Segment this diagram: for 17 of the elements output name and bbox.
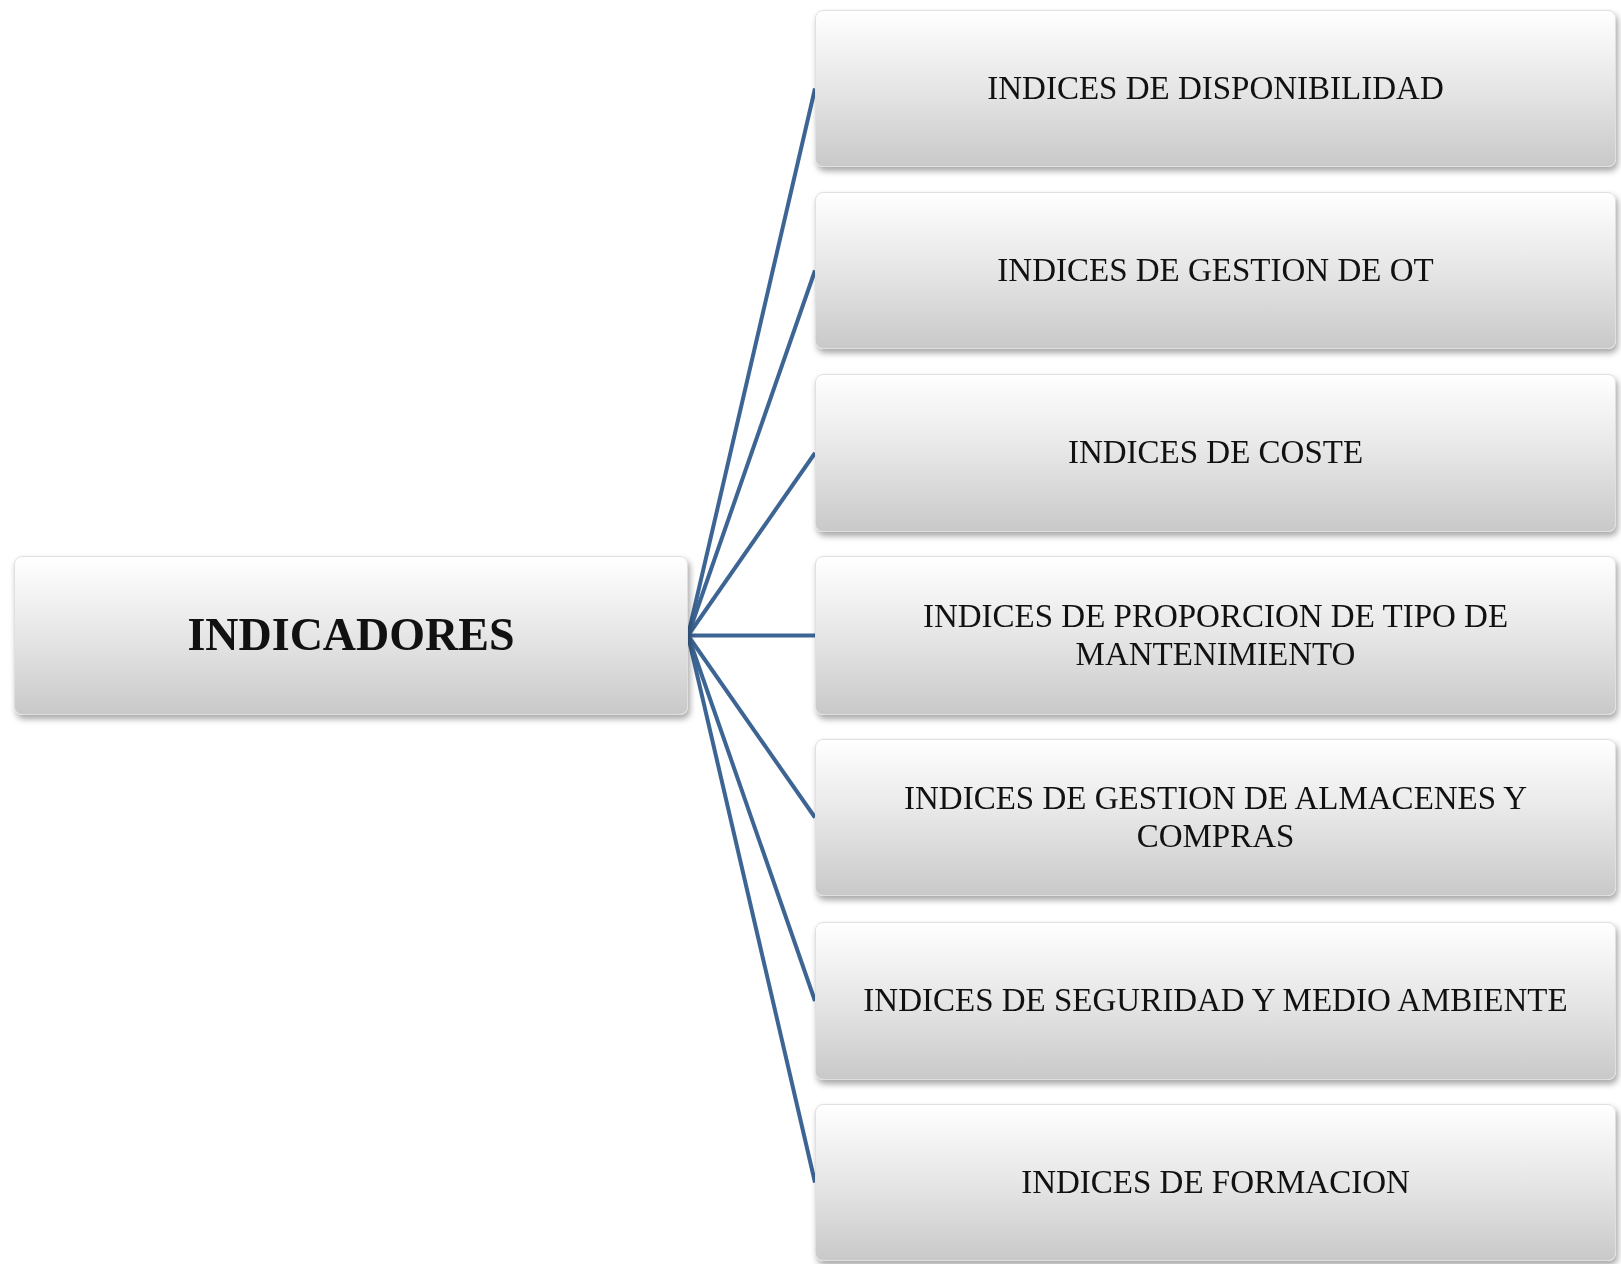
category-box xyxy=(815,739,1616,896)
connector-line xyxy=(688,633,815,638)
category-box xyxy=(815,922,1616,1080)
category-label: INDICES DE GESTION DE OT xyxy=(997,251,1434,290)
category-box xyxy=(815,556,1616,715)
category-label: INDICES DE FORMACION xyxy=(1021,1163,1410,1202)
category-label: INDICES DE PROPORCION DE TIPO DE MANTENIMIENTO xyxy=(921,597,1510,674)
root-box xyxy=(14,556,688,715)
category-label: INDICES DE DISPONIBILIDAD xyxy=(987,69,1444,108)
category-box xyxy=(815,192,1616,349)
root-label: INDICADORES xyxy=(187,609,515,662)
category-box xyxy=(815,1104,1616,1261)
category-label: INDICES DE GESTION DE ALMACENES Y COMPRAS xyxy=(903,779,1528,856)
category-label: INDICES DE SEGURIDAD Y MEDIO AMBIENTE xyxy=(863,982,1568,1020)
category-box xyxy=(815,374,1616,532)
category-box xyxy=(815,10,1616,167)
category-label: INDICES DE COSTE xyxy=(1067,434,1364,472)
